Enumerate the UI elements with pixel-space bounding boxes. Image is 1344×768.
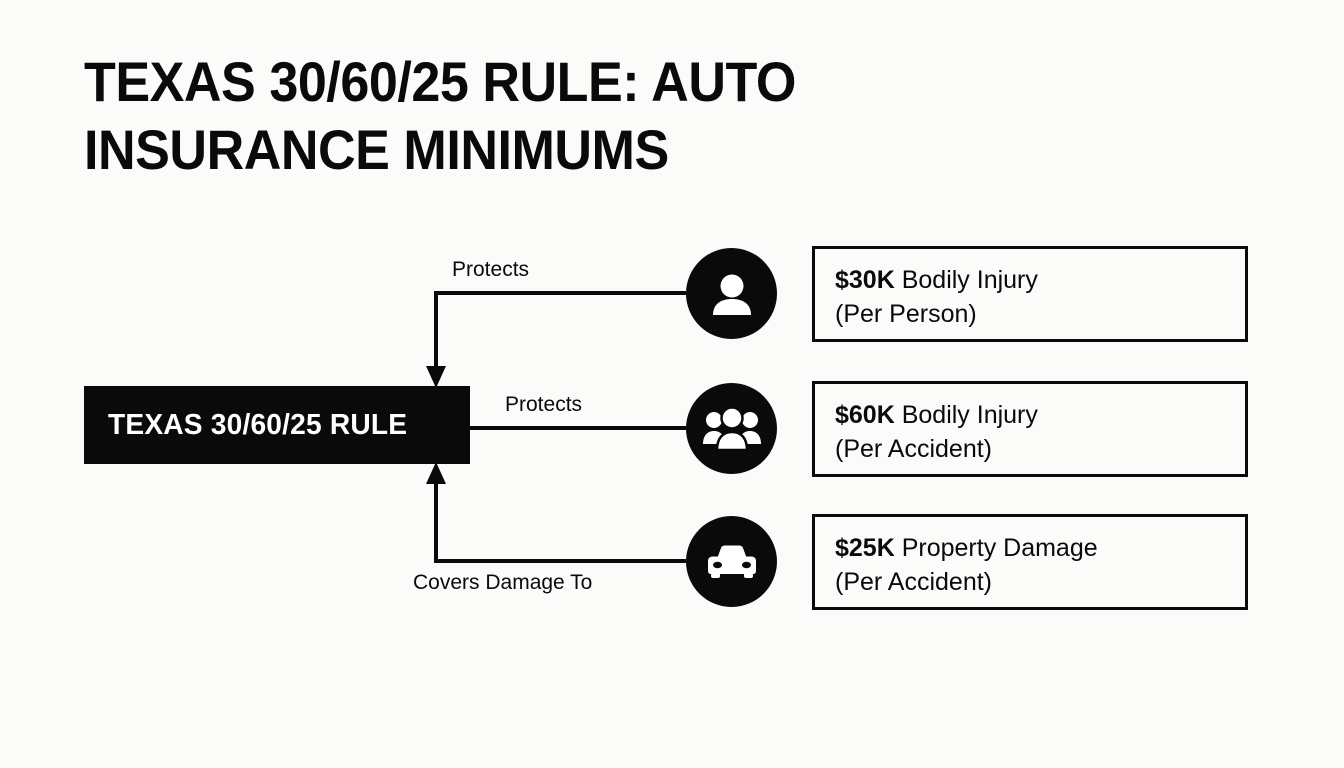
connector-label-middle: Protects (505, 393, 583, 416)
hub-label: TEXAS 30/60/25 RULE (108, 408, 408, 441)
coverage-headline: $30K Bodily Injury (835, 263, 1245, 297)
coverage-headline: $25K Property Damage (835, 531, 1245, 565)
coverage-type: Bodily Injury (894, 266, 1038, 294)
coverage-amount: $60K (835, 401, 895, 429)
coverage-type: Property Damage (894, 534, 1098, 562)
group-icon (686, 383, 777, 474)
connector-label-bottom: Covers Damage To (413, 571, 593, 594)
coverage-scope: (Per Person) (835, 300, 977, 328)
car-icon (686, 516, 777, 607)
page-title: TEXAS 30/60/25 RULE: AUTO INSURANCE MINI… (84, 50, 796, 181)
hub-node: TEXAS 30/60/25 RULE (84, 386, 470, 464)
person-icon (686, 248, 777, 339)
coverage-card: $60K Bodily Injury (Per Accident) (812, 381, 1248, 477)
coverage-amount: $30K (835, 266, 895, 294)
coverage-card: $25K Property Damage (Per Accident) (812, 514, 1248, 610)
coverage-type: Bodily Injury (894, 401, 1038, 429)
coverage-amount: $25K (835, 534, 895, 562)
coverage-card: $30K Bodily Injury (Per Person) (812, 246, 1248, 342)
coverage-scope: (Per Accident) (835, 568, 993, 596)
coverage-headline: $60K Bodily Injury (835, 398, 1245, 432)
connector-label-top: Protects (452, 258, 530, 281)
coverage-scope: (Per Accident) (835, 435, 993, 463)
